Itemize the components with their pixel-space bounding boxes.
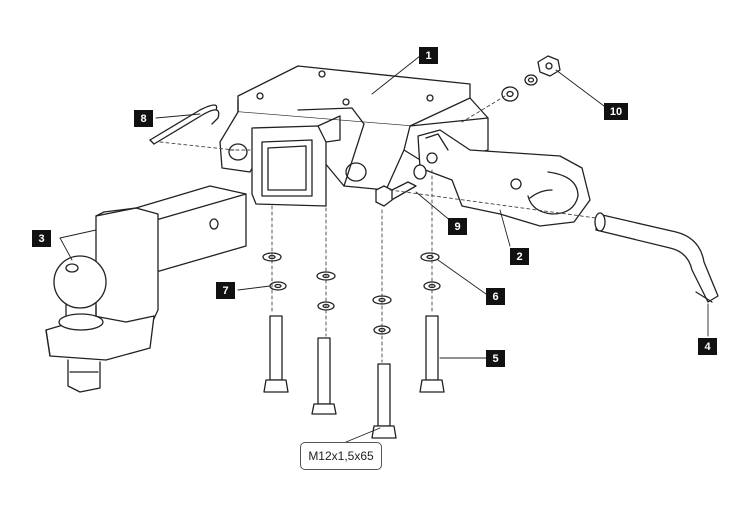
receiver-frame: [219, 65, 489, 207]
callout-7: 7: [216, 282, 235, 299]
callout-1: 1: [419, 47, 438, 64]
callout-5: 5: [486, 350, 505, 367]
safety-bracket: [417, 129, 591, 227]
callout-9: 9: [448, 218, 467, 235]
callout-4: 4: [698, 338, 717, 355]
nut-washer-set: [501, 55, 561, 102]
hitch-pin: [594, 212, 719, 303]
callout-6: 6: [486, 288, 505, 305]
callout-10: 10: [604, 103, 628, 120]
washers: [262, 252, 441, 335]
assembly-lines: [159, 95, 597, 363]
side-bolt: [375, 164, 427, 207]
long-bolts: [263, 315, 445, 439]
callout-3: 3: [32, 230, 51, 247]
hitch-clip: [149, 104, 220, 145]
bolt-spec-label: M12x1,5x65: [300, 442, 382, 470]
callout-2: 2: [510, 248, 529, 265]
callout-8: 8: [134, 110, 153, 127]
leader-lines: [59, 55, 709, 443]
ball-mount: [45, 185, 247, 393]
